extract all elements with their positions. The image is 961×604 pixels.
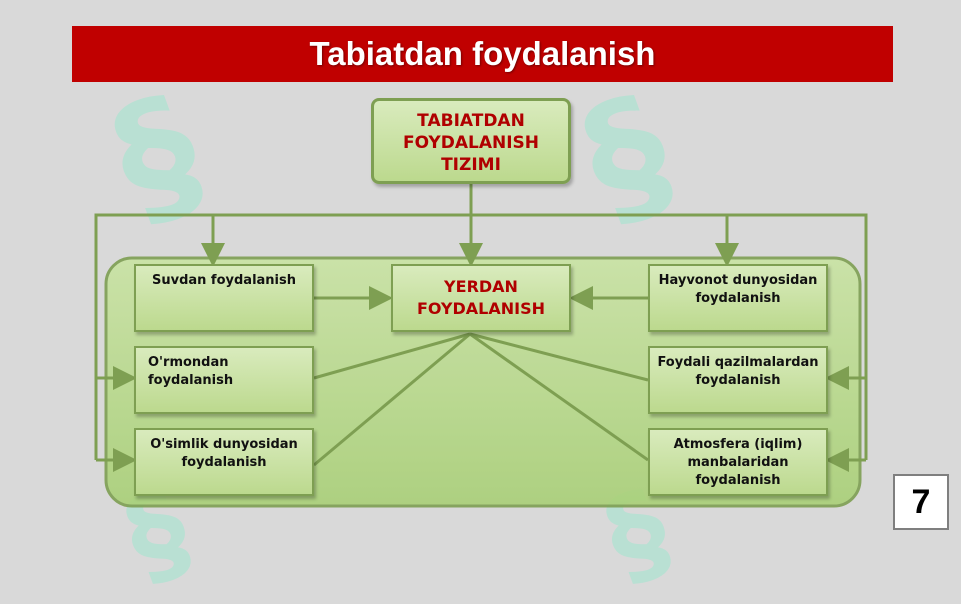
forest-use-box: O'rmondan foydalanish xyxy=(134,346,314,414)
land-use-center-box: YERDAN FOYDALANISH xyxy=(391,264,571,332)
slide-title: Tabiatdan foydalanish xyxy=(309,35,656,72)
system-top-box: TABIATDAN FOYDALANISH TIZIMI xyxy=(371,98,571,184)
minerals-use-box: Foydali qazilmalardan foydalanish xyxy=(648,346,828,414)
page-number: 7 xyxy=(893,474,949,530)
plant-world-use-box: O'simlik dunyosidan foydalanish xyxy=(134,428,314,496)
water-use-box: Suvdan foydalanish xyxy=(134,264,314,332)
animal-world-use-box: Hayvonot dunyosidan foydalanish xyxy=(648,264,828,332)
title-bar: Tabiatdan foydalanish xyxy=(72,26,893,82)
atmosphere-use-box: Atmosfera (iqlim) manbalaridan foydalani… xyxy=(648,428,828,496)
